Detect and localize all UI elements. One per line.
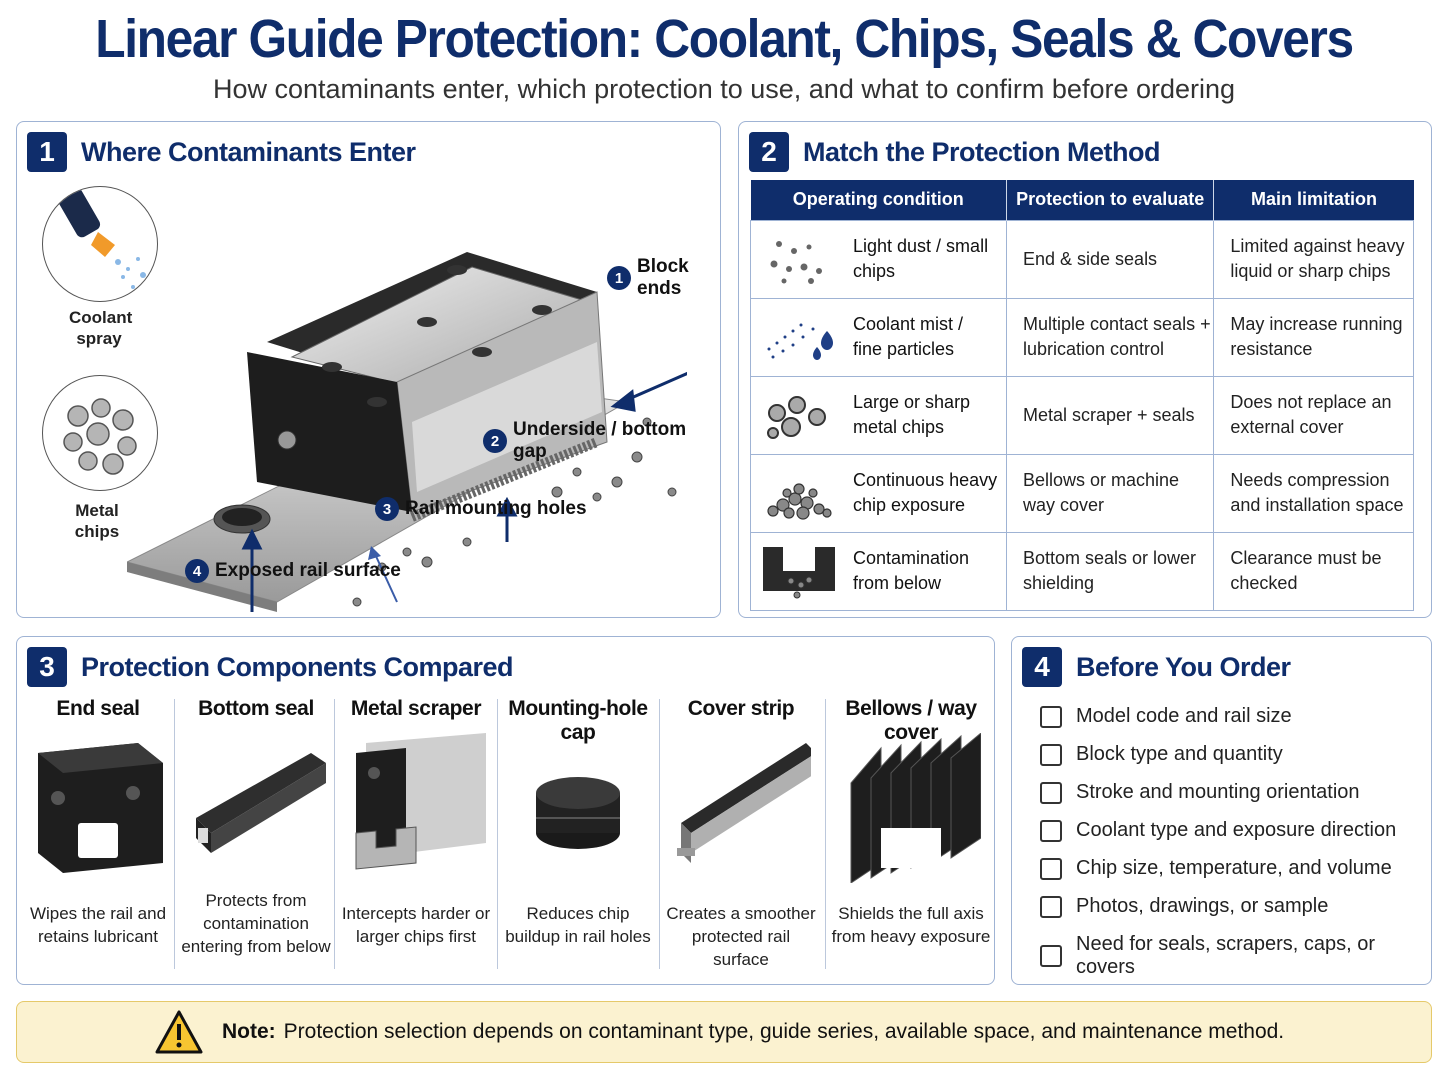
section-number-badge: 2 bbox=[749, 132, 789, 172]
table-row: Coolant mist / fine particles Multiple c… bbox=[750, 297, 1414, 377]
component-end-seal: End seal Wipes the rail and retains lubr… bbox=[29, 697, 167, 946]
metal-chips-label: Metal chips bbox=[74, 501, 120, 541]
metal-chips-icon bbox=[767, 396, 826, 439]
dust-particles-icon bbox=[770, 241, 822, 284]
column-header: Protection to evaluate bbox=[1006, 180, 1215, 220]
callout-exposed-rail: 4 Exposed rail surface bbox=[185, 559, 401, 583]
page-title: Linear Guide Protection: Coolant, Chips,… bbox=[95, 9, 1354, 69]
checkbox[interactable] bbox=[1040, 945, 1062, 967]
note-text: Note:Protection selection depends on con… bbox=[222, 1020, 1285, 1043]
table-row: Contamination from below Bottom seals or… bbox=[750, 531, 1414, 611]
checkbox[interactable] bbox=[1040, 895, 1062, 918]
section-title: Before You Order bbox=[1076, 651, 1291, 682]
divider bbox=[659, 699, 660, 969]
bottom-seal-icon bbox=[196, 753, 326, 853]
component-bellows: Bellows / way cover Shields the full axi… bbox=[831, 697, 991, 946]
table-row: Continuous heavy chip exposure Bellows o… bbox=[750, 453, 1414, 533]
divider bbox=[334, 699, 335, 969]
checklist-item[interactable]: Stroke and mounting orientation bbox=[1040, 781, 1360, 804]
component-mounting-hole-cap: Mounting-hole cap Reduces chip buildup i… bbox=[505, 697, 651, 946]
cover-strip-icon bbox=[677, 743, 816, 863]
metal-chips-icon bbox=[63, 398, 137, 475]
bellows-icon bbox=[850, 731, 982, 884]
page-subtitle: How contaminants enter, which protection… bbox=[212, 74, 1236, 104]
coolant-spray-label: Coolant spray bbox=[69, 308, 133, 348]
before-you-order-panel: 4 Before You Order Model code and rail s… bbox=[1011, 636, 1432, 985]
checklist-item[interactable]: Block type and quantity bbox=[1040, 743, 1283, 766]
section-title: Where Contaminants Enter bbox=[81, 136, 416, 167]
checkbox[interactable] bbox=[1040, 743, 1062, 766]
component-metal-scraper: Metal scraper Intercepts harder or large… bbox=[341, 697, 491, 946]
component-cover-strip: Cover strip Creates a smoother protected… bbox=[666, 697, 816, 969]
protection-method-panel: 2 Match the Protection Method Operating … bbox=[738, 121, 1432, 618]
checklist-item[interactable]: Model code and rail size bbox=[1040, 705, 1292, 728]
checklist-item[interactable]: Need for seals, scrapers, caps, or cover… bbox=[1040, 933, 1431, 979]
end-seal-icon bbox=[38, 743, 163, 873]
contaminant-entry-panel: 1 Where Contaminants Enter bbox=[16, 121, 721, 618]
section-number-badge: 1 bbox=[27, 132, 67, 172]
protection-table: Operating condition Protection to evalua… bbox=[750, 180, 1414, 611]
note-banner: Note:Protection selection depends on con… bbox=[16, 1001, 1432, 1063]
section-title: Match the Protection Method bbox=[803, 136, 1161, 167]
column-header: Operating condition bbox=[750, 180, 1007, 220]
checklist-item[interactable]: Chip size, temperature, and volume bbox=[1040, 857, 1392, 880]
warning-icon bbox=[155, 1010, 203, 1054]
callout-mounting-holes: 3 Rail mounting holes bbox=[375, 497, 587, 521]
divider bbox=[174, 699, 175, 969]
checkbox[interactable] bbox=[1040, 781, 1062, 804]
section-number-badge: 4 bbox=[1022, 647, 1062, 687]
checklist-item[interactable]: Coolant type and exposure direction bbox=[1040, 819, 1396, 842]
divider bbox=[497, 699, 498, 969]
column-header: Main limitation bbox=[1213, 180, 1414, 220]
coolant-mist-icon bbox=[767, 323, 833, 360]
checklist-item[interactable]: Photos, drawings, or sample bbox=[1040, 895, 1328, 918]
metal-scraper-icon bbox=[355, 733, 486, 870]
coolant-nozzle-icon bbox=[51, 187, 146, 289]
checkbox[interactable] bbox=[1040, 819, 1062, 842]
bottom-contamination-icon bbox=[763, 547, 835, 599]
component-bottom-seal: Bottom seal Protects from contamination … bbox=[181, 697, 331, 956]
components-panel: 3 Protection Components Compared End sea… bbox=[16, 636, 995, 985]
checkbox[interactable] bbox=[1040, 705, 1062, 728]
coolant-spray-circle bbox=[42, 186, 158, 302]
linear-guide-illustration bbox=[127, 252, 687, 612]
section-title: Protection Components Compared bbox=[81, 651, 514, 682]
chip-pile-icon bbox=[767, 483, 832, 520]
divider bbox=[825, 699, 826, 969]
mounting-hole-cap-icon bbox=[536, 777, 620, 849]
table-header-row: Operating condition Protection to evalua… bbox=[750, 180, 1414, 220]
table-row: Light dust / small chips End & side seal… bbox=[750, 219, 1414, 299]
section-number-badge: 3 bbox=[27, 647, 67, 687]
callout-underside: 2 Underside / bottom gap bbox=[483, 419, 720, 463]
table-row: Large or sharp metal chips Metal scraper… bbox=[750, 375, 1414, 455]
callout-block-ends: 1 Block ends bbox=[607, 256, 720, 300]
checkbox[interactable] bbox=[1040, 857, 1062, 880]
metal-chips-circle bbox=[42, 375, 158, 491]
